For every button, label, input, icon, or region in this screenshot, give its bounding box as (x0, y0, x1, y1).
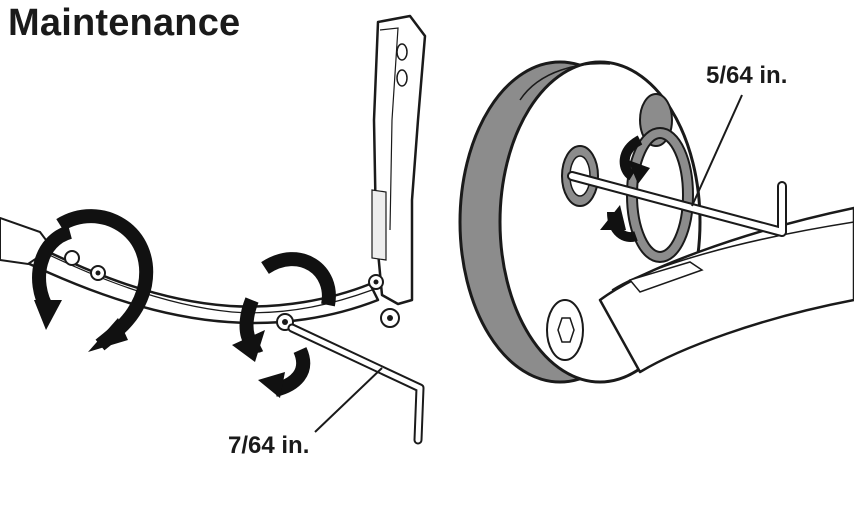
curved-headband (0, 226, 380, 325)
wrench-size-label-right: 5/64 in. (706, 62, 788, 89)
leader-line-7-64 (314, 367, 383, 433)
wrench-size-label-left: 7/64 in. (228, 432, 310, 459)
headset-band-illustration (0, 14, 427, 445)
page-title: Maintenance (8, 2, 241, 44)
ear-cup-illustration (458, 60, 854, 384)
leader-line-5-64 (691, 94, 743, 207)
rotate-cw-arrow-icon (88, 318, 128, 352)
hex-key-7-64 (287, 323, 425, 445)
